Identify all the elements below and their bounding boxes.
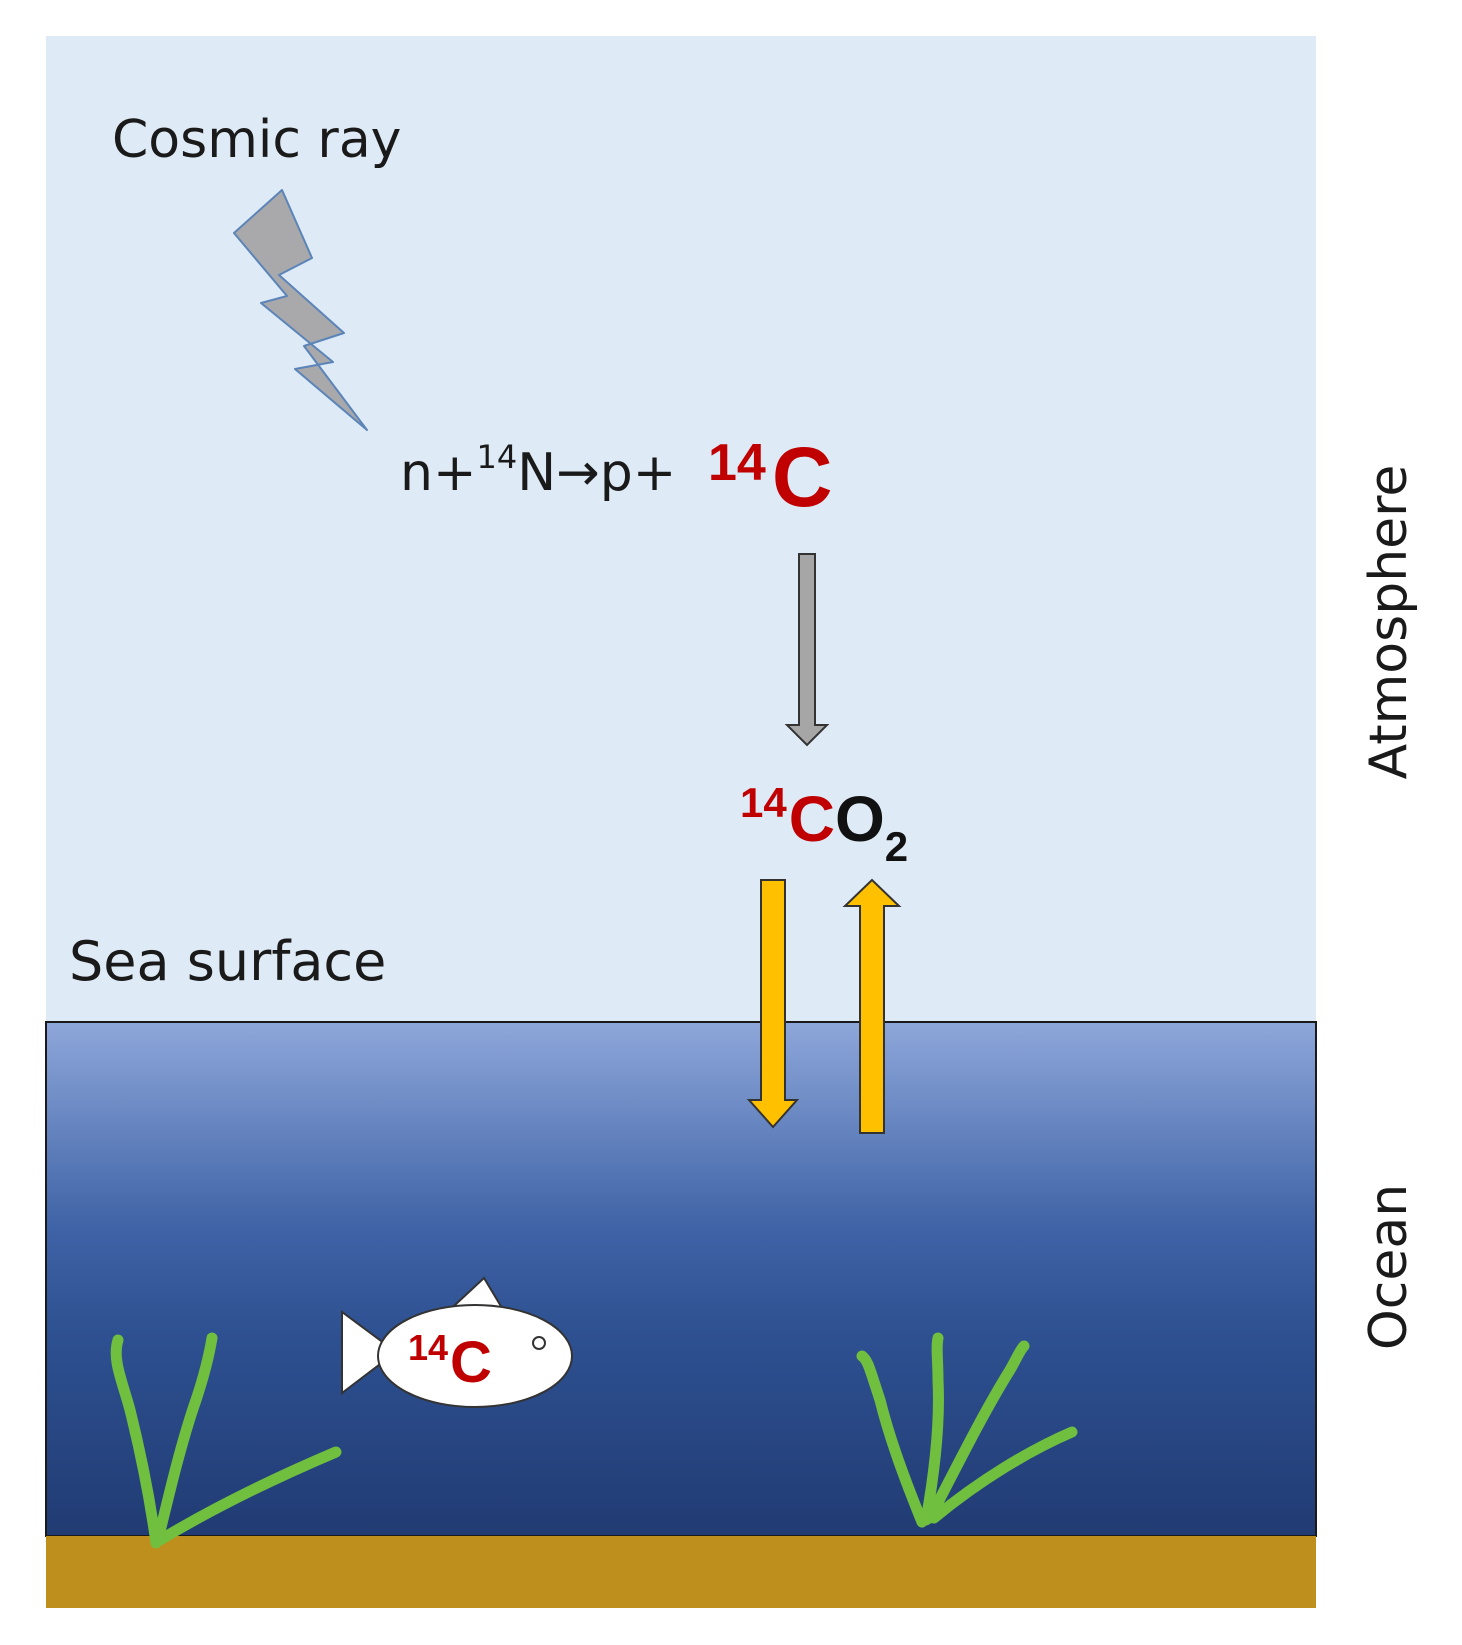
exchange-arrow-up [842, 878, 902, 1134]
fish-icon: 14C [341, 1276, 573, 1408]
co2-mass: 14 [740, 779, 787, 826]
fish-eye [532, 1336, 546, 1350]
reaction-n-plus: n+ [400, 443, 477, 503]
seaweed-left [110, 1332, 342, 1549]
co2-carbon: C [789, 783, 835, 855]
reaction-product-element: C [772, 430, 833, 524]
cosmic-ray-label: Cosmic ray [112, 110, 401, 170]
reaction-equation: n+14N→p+ [400, 438, 676, 503]
decay-arrow-down [784, 553, 830, 747]
fish-body [377, 1304, 573, 1408]
co2-oxygen: O [835, 783, 885, 855]
reaction-nitrogen-mass: 14 [477, 438, 518, 476]
atmosphere-label: Atmosphere [1359, 465, 1419, 780]
fish-tail [341, 1310, 398, 1396]
co2-subscript: 2 [885, 823, 908, 870]
ocean-label: Ocean [1359, 1184, 1419, 1350]
exchange-arrow-down [746, 879, 800, 1129]
co2-label: 14CO2 [740, 779, 908, 870]
reaction-product-c14: 14C [708, 430, 833, 524]
fish-c14-label: 14C [408, 1327, 492, 1395]
seaweed-right [856, 1332, 1078, 1528]
atmosphere-panel [46, 36, 1316, 1023]
fish-element: C [450, 1330, 492, 1395]
cosmic-ray-lightning-icon [233, 189, 368, 431]
reaction-product-mass: 14 [708, 434, 766, 492]
ocean-panel [45, 1021, 1317, 1537]
sea-surface-label: Sea surface [69, 930, 386, 993]
fish-mass: 14 [408, 1327, 448, 1368]
reaction-nitrogen-arrow-p-plus: N→p+ [517, 443, 676, 503]
seabed [46, 1536, 1316, 1608]
